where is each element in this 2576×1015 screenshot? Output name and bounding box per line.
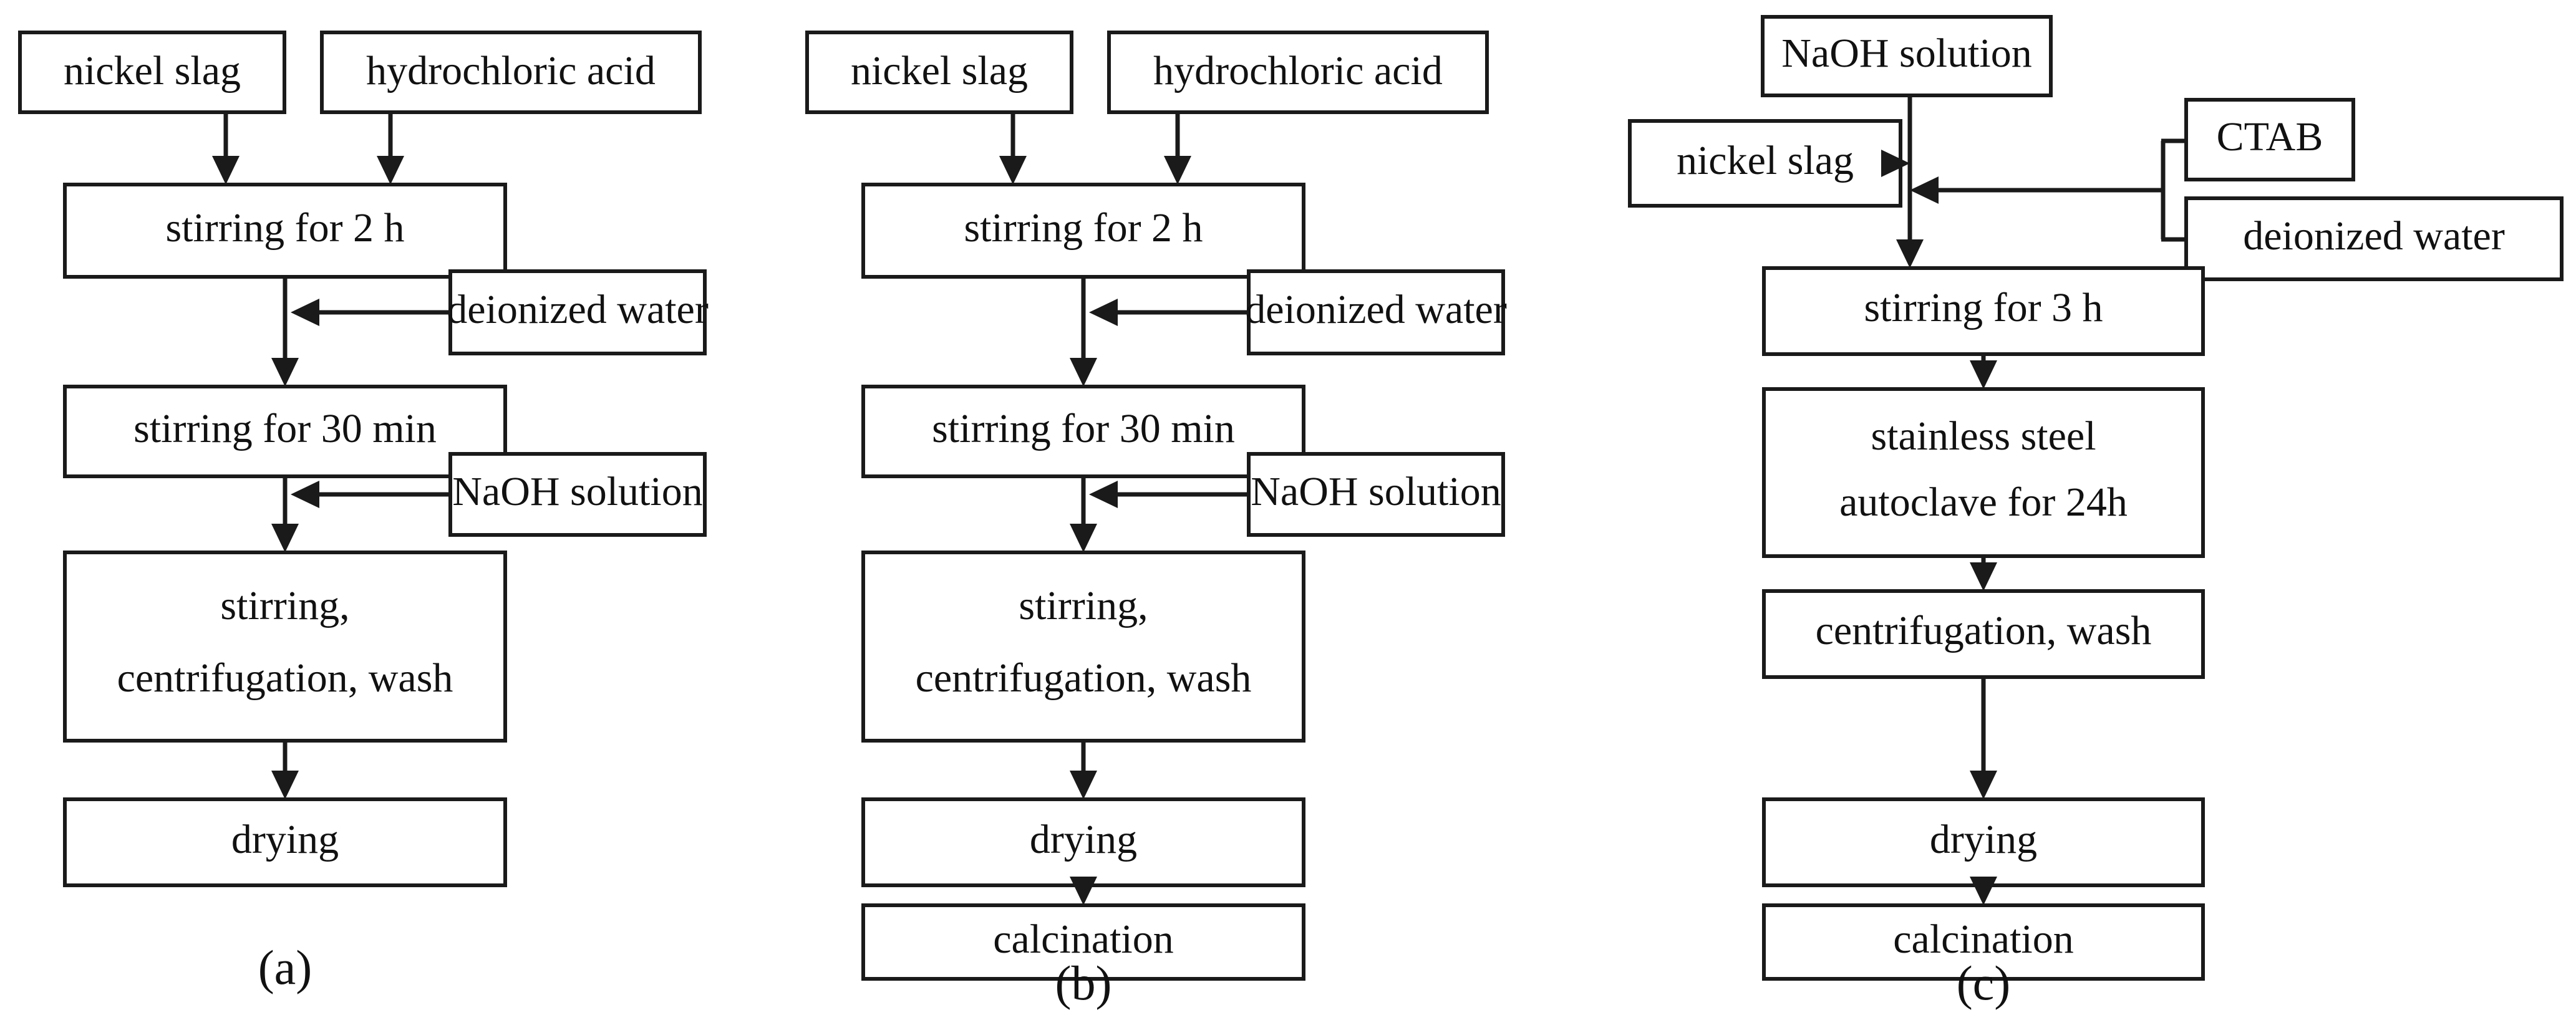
edge-a-centrifugation-to-drying <box>271 741 299 799</box>
node-label: drying <box>1030 817 1137 862</box>
node-label: centrifugation, wash <box>1816 608 2152 653</box>
edge-c-drying-to-calcination <box>1970 877 1997 905</box>
edge-b-naoh-to-mainline <box>1089 481 1249 508</box>
node-a-deionized-water[interactable]: deionized water <box>447 269 709 355</box>
panel-label-c: (c) <box>1957 956 2011 1010</box>
node-label: hydrochloric acid <box>366 48 656 94</box>
node-label-line-2: centrifugation, wash <box>916 655 1252 701</box>
node-label: calcination <box>1893 916 2074 962</box>
node-c-drying[interactable]: drying <box>1762 797 2205 887</box>
node-c-ctab[interactable]: CTAB <box>2184 98 2355 181</box>
node-label: nickel slag <box>64 48 241 94</box>
panel-a: nickel slag hydrochloric acid stirring f… <box>18 31 709 994</box>
edge-b-drying-to-calcination <box>1070 877 1097 905</box>
node-a-stirring-2h[interactable]: stirring for 2 h <box>63 183 507 279</box>
node-b-drying[interactable]: drying <box>861 797 1305 887</box>
node-c-centrifugation-wash[interactable]: centrifugation, wash <box>1762 589 2205 679</box>
edge-c-centrifugation-to-drying <box>1970 677 1997 799</box>
edge-a-naoh-to-mainline <box>291 481 450 508</box>
edge-c-ctab-diwater-bracket <box>1910 138 2186 242</box>
node-a-nickel-slag[interactable]: nickel slag <box>18 31 286 114</box>
node-c-nickel-slag[interactable]: nickel slag <box>1628 119 1902 208</box>
edge-c-autoclave-to-centrifugation <box>1970 556 1997 591</box>
node-label: NaOH solution <box>452 469 702 514</box>
node-label: stirring for 2 h <box>165 205 404 251</box>
edge-a-stir30min-to-centrifugation <box>271 476 299 552</box>
node-label: NaOH solution <box>1781 31 2031 76</box>
node-label-line-1: stainless steel <box>1871 413 2096 459</box>
node-label-line-1: stirring, <box>220 583 349 628</box>
edge-a-deionizedwater-to-mainline <box>291 299 450 326</box>
panel-b: nickel slag hydrochloric acid stirring f… <box>805 31 1507 1010</box>
node-c-stirring-3h[interactable]: stirring for 3 h <box>1762 266 2205 356</box>
node-label: drying <box>231 817 339 862</box>
panel-c: NaOH solution nickel slag CTAB deionized… <box>1628 15 2564 1010</box>
node-b-nickel-slag[interactable]: nickel slag <box>805 31 1073 114</box>
node-b-deionized-water[interactable]: deionized water <box>1245 269 1507 355</box>
node-label: stirring for 30 min <box>133 406 437 451</box>
node-label: nickel slag <box>1677 138 1854 183</box>
node-label: nickel slag <box>851 48 1028 94</box>
node-b-stirring-2h[interactable]: stirring for 2 h <box>861 183 1305 279</box>
node-c-naoh-solution[interactable]: NaOH solution <box>1761 15 2053 97</box>
edge-b-nickelslag-to-stir2h <box>999 112 1027 185</box>
node-label-line-2: autoclave for 24h <box>1839 479 2128 525</box>
node-label: hydrochloric acid <box>1153 48 1443 94</box>
node-label-line-1: stirring, <box>1019 583 1148 628</box>
edge-a-stir2h-to-stir30min <box>271 277 299 387</box>
node-label: calcination <box>993 916 1174 962</box>
node-label: stirring for 2 h <box>964 205 1203 251</box>
edge-b-deionizedwater-to-mainline <box>1089 299 1249 326</box>
node-a-naoh-solution[interactable]: NaOH solution <box>448 452 707 537</box>
edge-b-hcl-to-stir2h <box>1164 112 1191 185</box>
node-b-stirring-centrifugation-wash[interactable]: stirring, centrifugation, wash <box>861 551 1305 743</box>
node-label: stirring for 30 min <box>932 406 1235 451</box>
node-c-deionized-water[interactable]: deionized water <box>2184 196 2564 281</box>
panel-label-b: (b) <box>1055 956 1112 1010</box>
edge-b-stir2h-to-stir30min <box>1070 277 1097 387</box>
node-label: deionized water <box>1245 287 1507 332</box>
node-b-hydrochloric-acid[interactable]: hydrochloric acid <box>1107 31 1489 114</box>
node-a-stirring-centrifugation-wash[interactable]: stirring, centrifugation, wash <box>63 551 507 743</box>
edge-a-hcl-to-stir2h <box>377 112 404 185</box>
edge-c-stir3h-to-autoclave <box>1970 354 1997 389</box>
node-label: deionized water <box>447 287 709 332</box>
edge-a-nickelslag-to-stir2h <box>212 112 240 185</box>
node-b-stirring-30min[interactable]: stirring for 30 min <box>861 385 1305 478</box>
node-label: deionized water <box>2243 213 2505 259</box>
edge-b-centrifugation-to-drying <box>1070 741 1097 799</box>
panel-label-a: (a) <box>258 940 312 994</box>
edge-c-naoh-spine <box>1896 95 1924 268</box>
node-a-hydrochloric-acid[interactable]: hydrochloric acid <box>320 31 702 114</box>
node-label: drying <box>1930 817 2037 862</box>
node-c-calcination[interactable]: calcination <box>1762 903 2205 981</box>
node-a-stirring-30min[interactable]: stirring for 30 min <box>63 385 507 478</box>
node-b-calcination[interactable]: calcination <box>861 903 1305 981</box>
node-b-naoh-solution[interactable]: NaOH solution <box>1247 452 1505 537</box>
node-label: CTAB <box>2217 114 2323 160</box>
edge-c-nickelslag-to-spine <box>1881 150 1910 177</box>
edge-b-stir30min-to-centrifugation <box>1070 476 1097 552</box>
node-a-drying[interactable]: drying <box>63 797 507 887</box>
node-label-line-2: centrifugation, wash <box>117 655 453 701</box>
node-label: stirring for 3 h <box>1864 285 2103 330</box>
node-label: NaOH solution <box>1251 469 1501 514</box>
node-c-autoclave[interactable]: stainless steel autoclave for 24h <box>1762 387 2205 558</box>
